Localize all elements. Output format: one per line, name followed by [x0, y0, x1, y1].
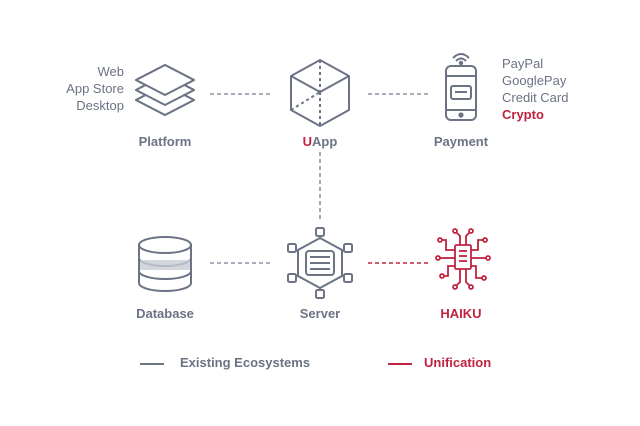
- haiku-circuit-icon: [435, 228, 491, 290]
- platform-target-web: Web: [97, 64, 125, 79]
- uapp-label: UApp: [260, 134, 380, 149]
- legend-unification-label: Unification: [424, 355, 492, 370]
- phone-payment-icon: [445, 53, 477, 121]
- legend-unification-swatch: [388, 363, 412, 365]
- database-icon: [138, 236, 192, 292]
- platform-targets: Web App Store Desktop: [66, 63, 124, 114]
- server-hub-icon: [287, 227, 353, 299]
- payment-method-paypal: PayPal: [502, 56, 544, 71]
- layers-icon-top: [135, 64, 195, 116]
- platform-target-desktop: Desktop: [76, 98, 124, 113]
- database-label: Database: [136, 306, 194, 321]
- payment-method-crypto: Crypto: [502, 107, 544, 122]
- legend-existing-swatch: [140, 363, 164, 365]
- payment-label: Payment: [433, 134, 489, 149]
- server-label: Server: [299, 306, 341, 321]
- legend-existing-label: Existing Ecosystems: [180, 355, 311, 370]
- uapp-label-rest: App: [312, 134, 338, 149]
- cube-icon: [290, 59, 350, 127]
- haiku-label: HAIKU: [440, 306, 482, 321]
- payment-method-googlepay: GooglePay: [502, 73, 567, 88]
- platform-label: Platform: [138, 134, 192, 149]
- payment-method-credit-card: Credit Card: [502, 90, 569, 105]
- uapp-label-prefix: U: [302, 134, 313, 149]
- payment-methods: PayPal GooglePay Credit Card Crypto: [502, 55, 568, 123]
- platform-target-app-store: App Store: [66, 81, 124, 96]
